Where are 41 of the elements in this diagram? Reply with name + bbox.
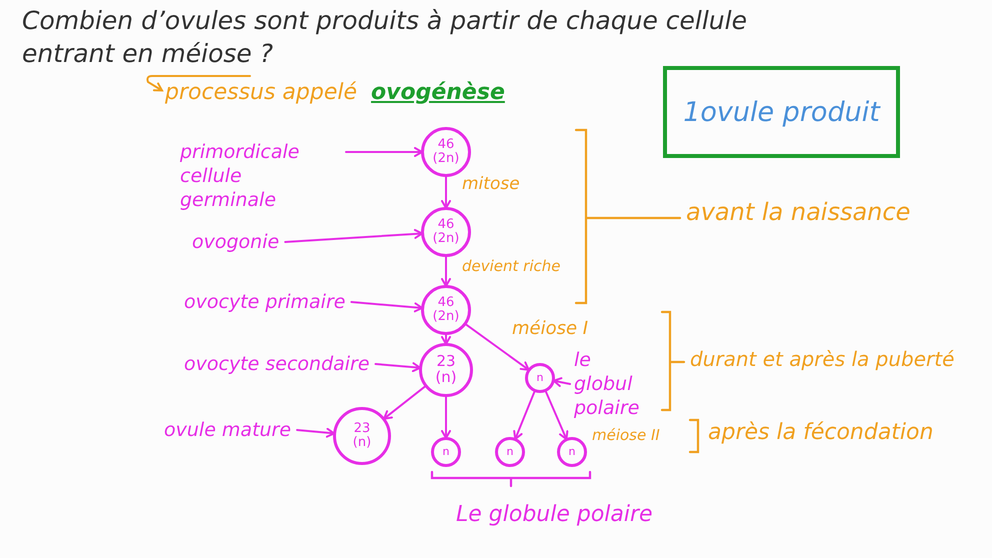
arrow (464, 323, 530, 371)
arrow (441, 333, 451, 345)
annotation-text: durant et après la puberté (690, 347, 954, 371)
arrow (552, 377, 571, 388)
arrow (146, 75, 251, 92)
arrow (350, 301, 424, 312)
cell-circle: 46 (2n) (421, 207, 471, 257)
annotation-text: Le globule polaire (456, 502, 653, 527)
arrow (296, 428, 336, 438)
annotation-text: mitose (462, 174, 520, 194)
cell-circle: n (431, 437, 461, 467)
annotation-text: méiose I (512, 318, 588, 339)
annotation-text: devient riche (462, 257, 560, 275)
stage-label: le globul polaire (574, 348, 644, 420)
arrow (441, 255, 451, 287)
arrow (374, 362, 422, 372)
cell-circle: 46 (2n) (421, 127, 471, 177)
arrow (441, 175, 451, 209)
cell-circle: 23 (n) (333, 407, 391, 465)
process-name: ovogénèse (371, 80, 505, 105)
annotation-text: avant la naissance (686, 198, 910, 226)
annotation-text: méiose II (592, 426, 660, 444)
arrow (441, 395, 451, 439)
arrow (383, 385, 427, 420)
cell-circle: n (525, 363, 555, 393)
cell-circle: n (495, 437, 525, 467)
stage-label: ovocyte secondaire (184, 352, 370, 376)
arrow (284, 228, 424, 243)
cell-circle: n (557, 437, 587, 467)
annotation-text: après la fécondation (708, 420, 934, 445)
stage-label: ovule mature (164, 418, 292, 442)
arrow (513, 390, 536, 440)
stage-label: ovogonie (192, 230, 280, 254)
stage-label: primordicale cellule germinale (180, 140, 340, 212)
arrow (544, 390, 568, 440)
cell-circle: 46 (2n) (421, 285, 471, 335)
cell-circle: 23 (n) (419, 343, 473, 397)
stage-label: ovocyte primaire (184, 290, 346, 314)
arrow (345, 147, 423, 157)
result-box: 1ovule produit (663, 66, 900, 158)
process-text: processus appelé (165, 80, 358, 105)
